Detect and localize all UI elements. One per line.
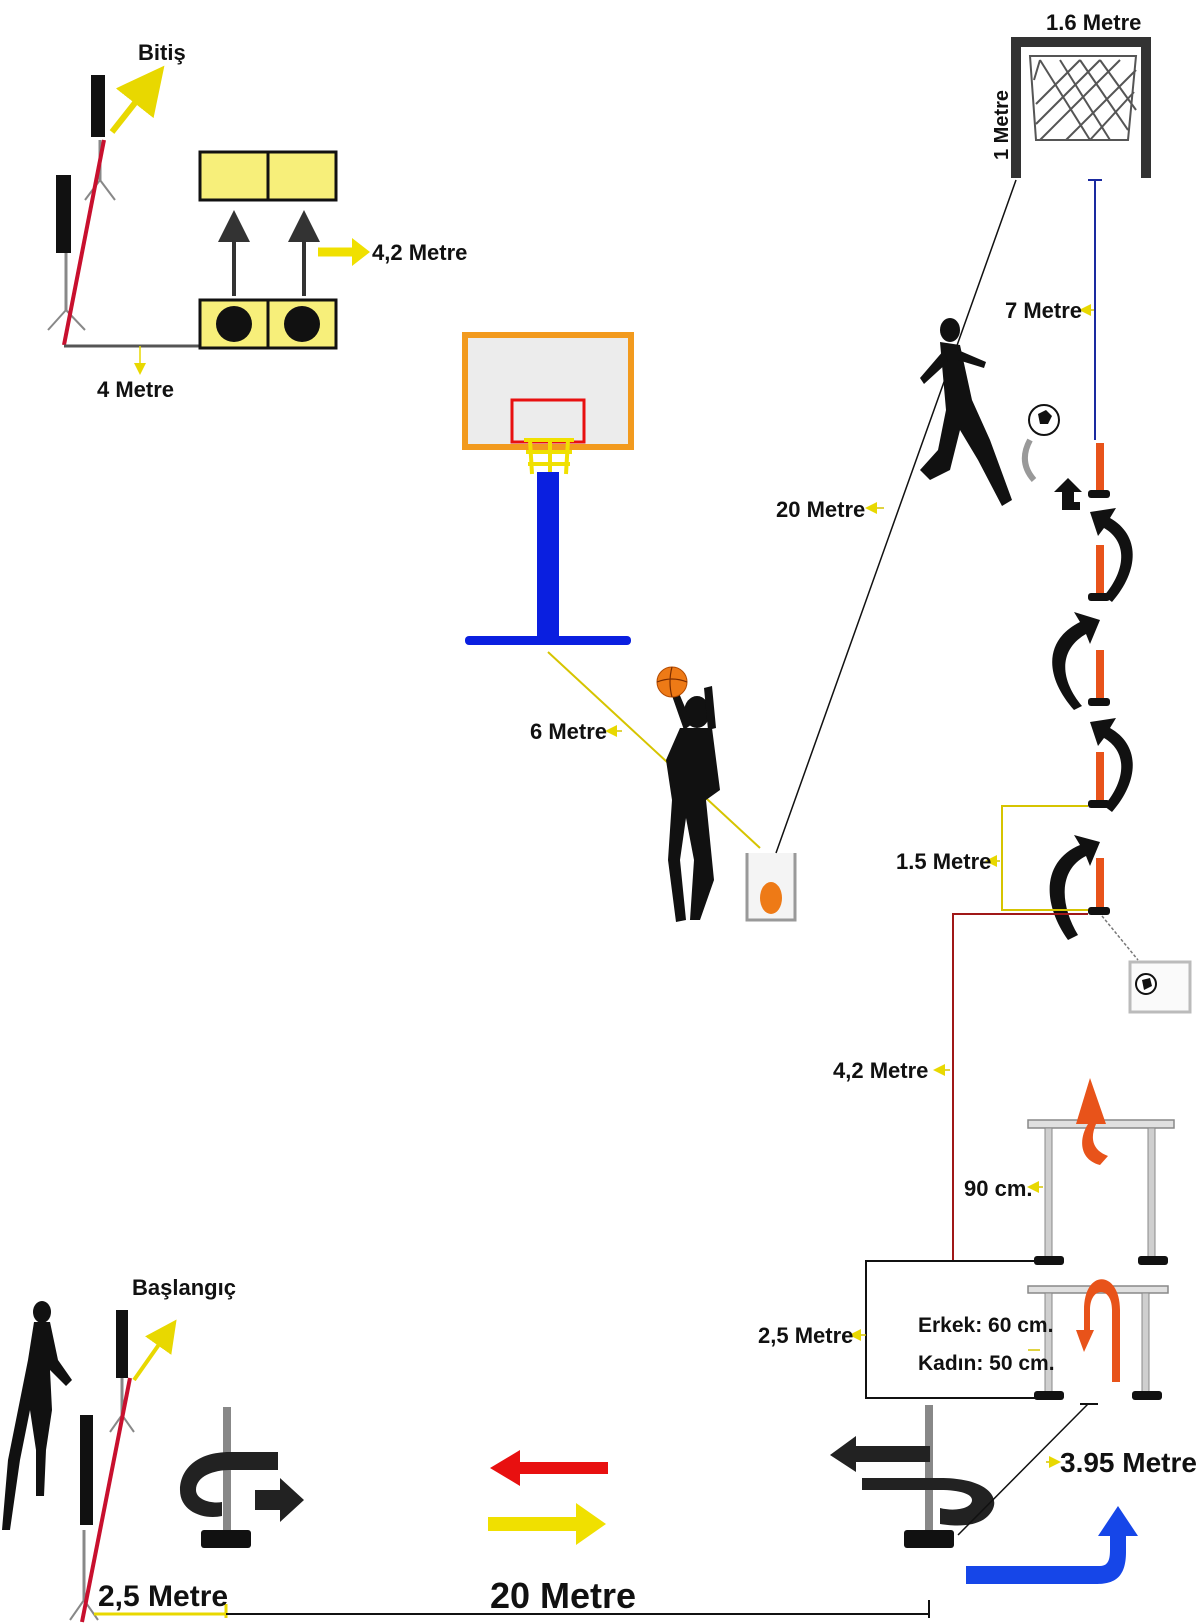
under-arrow-low [1076,1279,1120,1382]
blue-turn-arrow [966,1506,1138,1584]
basketball-icon [656,666,688,698]
hurdle-box-bracket [865,1260,1040,1399]
finish-arrow [109,65,165,134]
goal-height-label: 1 Metre [991,90,1013,160]
course-length-label: 20 Metre [490,1575,636,1616]
medicine-ball-left [216,306,252,342]
turn-pole-left [180,1407,304,1548]
goal-distance-label: 7 Metre [1005,298,1082,323]
runner-icon [2,1301,72,1530]
start-distance-label: 2,5 Metre [98,1580,228,1613]
cone-5 [1088,858,1110,915]
finish-gate-post-back [84,75,116,201]
box-distance-label: 4,2 Metre [372,240,467,265]
goal-net-icon [1011,37,1151,178]
female-height-label: Kadın: 50 cm. [918,1352,1055,1375]
run-20m-line [775,179,1017,854]
turn-distance-line [957,1403,1089,1536]
start-line [80,1377,132,1623]
target-box-top-left [198,150,270,202]
basketball-station: 6 Metre [462,332,797,922]
target-box-top-right [266,150,338,202]
hurdle-low [1027,1285,1169,1400]
backboard [462,332,634,450]
goal-width-label: 1.6 Metre [1046,10,1141,35]
basket-base [465,636,631,645]
soccer-player-icon [920,318,1012,506]
finish-label: Bitiş [138,40,186,65]
cone-3 [1088,650,1110,706]
cone-2 [1088,545,1110,601]
medicine-ball-right [284,306,320,342]
turn-pole-right [830,1405,995,1548]
hurdle-height-label: 90 cm. [964,1176,1033,1201]
hurdle-to-slalom-label: 4,2 Metre [833,1058,928,1083]
finish-gate-post-front [47,175,86,331]
basket-distance-label: 6 Metre [530,719,607,744]
line-4m-label: 4 Metre [97,377,174,402]
hurdle-high [1027,1119,1175,1265]
male-height-label: Erkek: 60 cm. [918,1314,1053,1337]
basket-pole [537,472,559,637]
basket-distance-line [547,651,761,849]
hurdle-box-label: 2,5 Metre [758,1323,853,1348]
finish-section: Bitiş 4 Metre 4,2 Metre [47,40,467,402]
return-arrow [490,1450,608,1486]
cone-4 [1088,752,1110,808]
ball-box-icon [1128,960,1192,1014]
cone-1 [1088,443,1110,498]
start-arrow [132,1319,177,1382]
soccer-ball-icon [1021,404,1060,482]
start-label: Başlangıç [132,1275,236,1300]
basket-net [524,438,574,475]
run-20m-label: 20 Metre [776,497,865,522]
over-arrow-high [1076,1078,1108,1165]
slalom-gap-label: 1.5 Metre [896,849,991,874]
slalom-arrows [1049,478,1133,940]
slalom-gap-bracket [1001,805,1088,911]
hurdle-to-slalom-line [952,913,1088,1262]
start-gate-post-front [69,1415,99,1621]
turn-distance-label: 3.95 Metre [1060,1447,1197,1478]
ball-bin [745,853,797,922]
finish-line [62,139,106,346]
forward-arrow [488,1503,606,1545]
slalom-cones [1088,443,1110,915]
